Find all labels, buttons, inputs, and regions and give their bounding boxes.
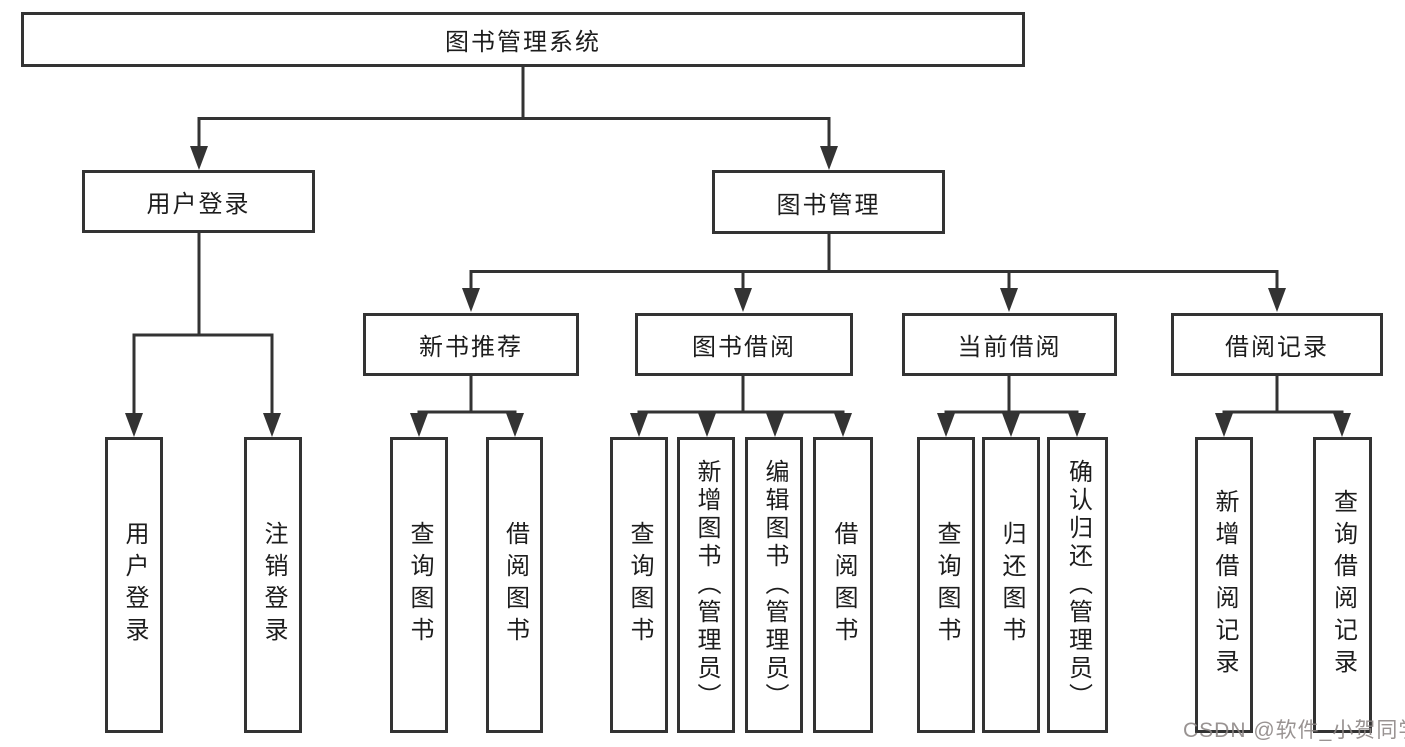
leaf-label: 借阅图书 — [830, 521, 857, 649]
leaf-label: 注销登录 — [260, 521, 287, 649]
leaf-label: 查询借阅记录 — [1329, 489, 1357, 681]
csdn-watermark: CSDN @软件_小贺同学 — [1183, 719, 1405, 742]
leaf-label: 编辑图书（管理员） — [761, 459, 788, 711]
leaf-query-books: 查询图书 — [390, 437, 448, 733]
node-borrow-records: 借阅记录 — [1171, 313, 1383, 376]
node-label: 图书借阅 — [692, 334, 796, 361]
leaf-label: 新增图书（管理员） — [693, 459, 720, 711]
arrowheads — [125, 146, 1351, 437]
leaf-label: 用户登录 — [121, 521, 148, 649]
leaf-add-books-admin: 新增图书（管理员） — [677, 437, 735, 733]
leaf-query-books: 查询图书 — [610, 437, 668, 733]
leaf-borrow-books: 借阅图书 — [486, 437, 543, 733]
leaf-return-books: 归还图书 — [982, 437, 1040, 733]
leaf-label: 查询图书 — [626, 521, 653, 649]
leaf-user-login: 用户登录 — [105, 437, 163, 733]
node-system-root: 图书管理系统 — [21, 12, 1025, 67]
node-new-book-recommend: 新书推荐 — [363, 313, 579, 376]
node-book-borrow: 图书借阅 — [635, 313, 853, 376]
leaf-confirm-return-admin: 确认归还（管理员） — [1047, 437, 1108, 733]
node-label: 借阅记录 — [1225, 334, 1329, 361]
leaf-label: 新增借阅记录 — [1211, 489, 1238, 681]
leaf-borrow-books: 借阅图书 — [813, 437, 873, 733]
node-book-management: 图书管理 — [712, 170, 945, 234]
node-label: 新书推荐 — [419, 334, 523, 361]
leaf-label: 归还图书 — [998, 521, 1025, 649]
leaf-label: 查询图书 — [933, 521, 960, 649]
node-label: 当前借阅 — [957, 334, 1062, 361]
leaf-label: 确认归还（管理员） — [1064, 459, 1092, 711]
node-label: 用户登录 — [146, 191, 251, 218]
node-user-login: 用户登录 — [82, 170, 315, 233]
node-current-borrow: 当前借阅 — [902, 313, 1117, 376]
leaf-edit-books-admin: 编辑图书（管理员） — [745, 437, 803, 733]
leaf-logout: 注销登录 — [244, 437, 302, 733]
leaf-label: 借阅图书 — [501, 521, 529, 649]
node-label: 图书管理 — [776, 191, 881, 219]
leaf-add-borrow-record: 新增借阅记录 — [1195, 437, 1253, 733]
leaf-label: 查询图书 — [406, 521, 433, 649]
leaf-query-books: 查询图书 — [917, 437, 975, 733]
node-label: 图书管理系统 — [445, 29, 601, 56]
leaf-query-borrow-record: 查询借阅记录 — [1313, 437, 1372, 733]
